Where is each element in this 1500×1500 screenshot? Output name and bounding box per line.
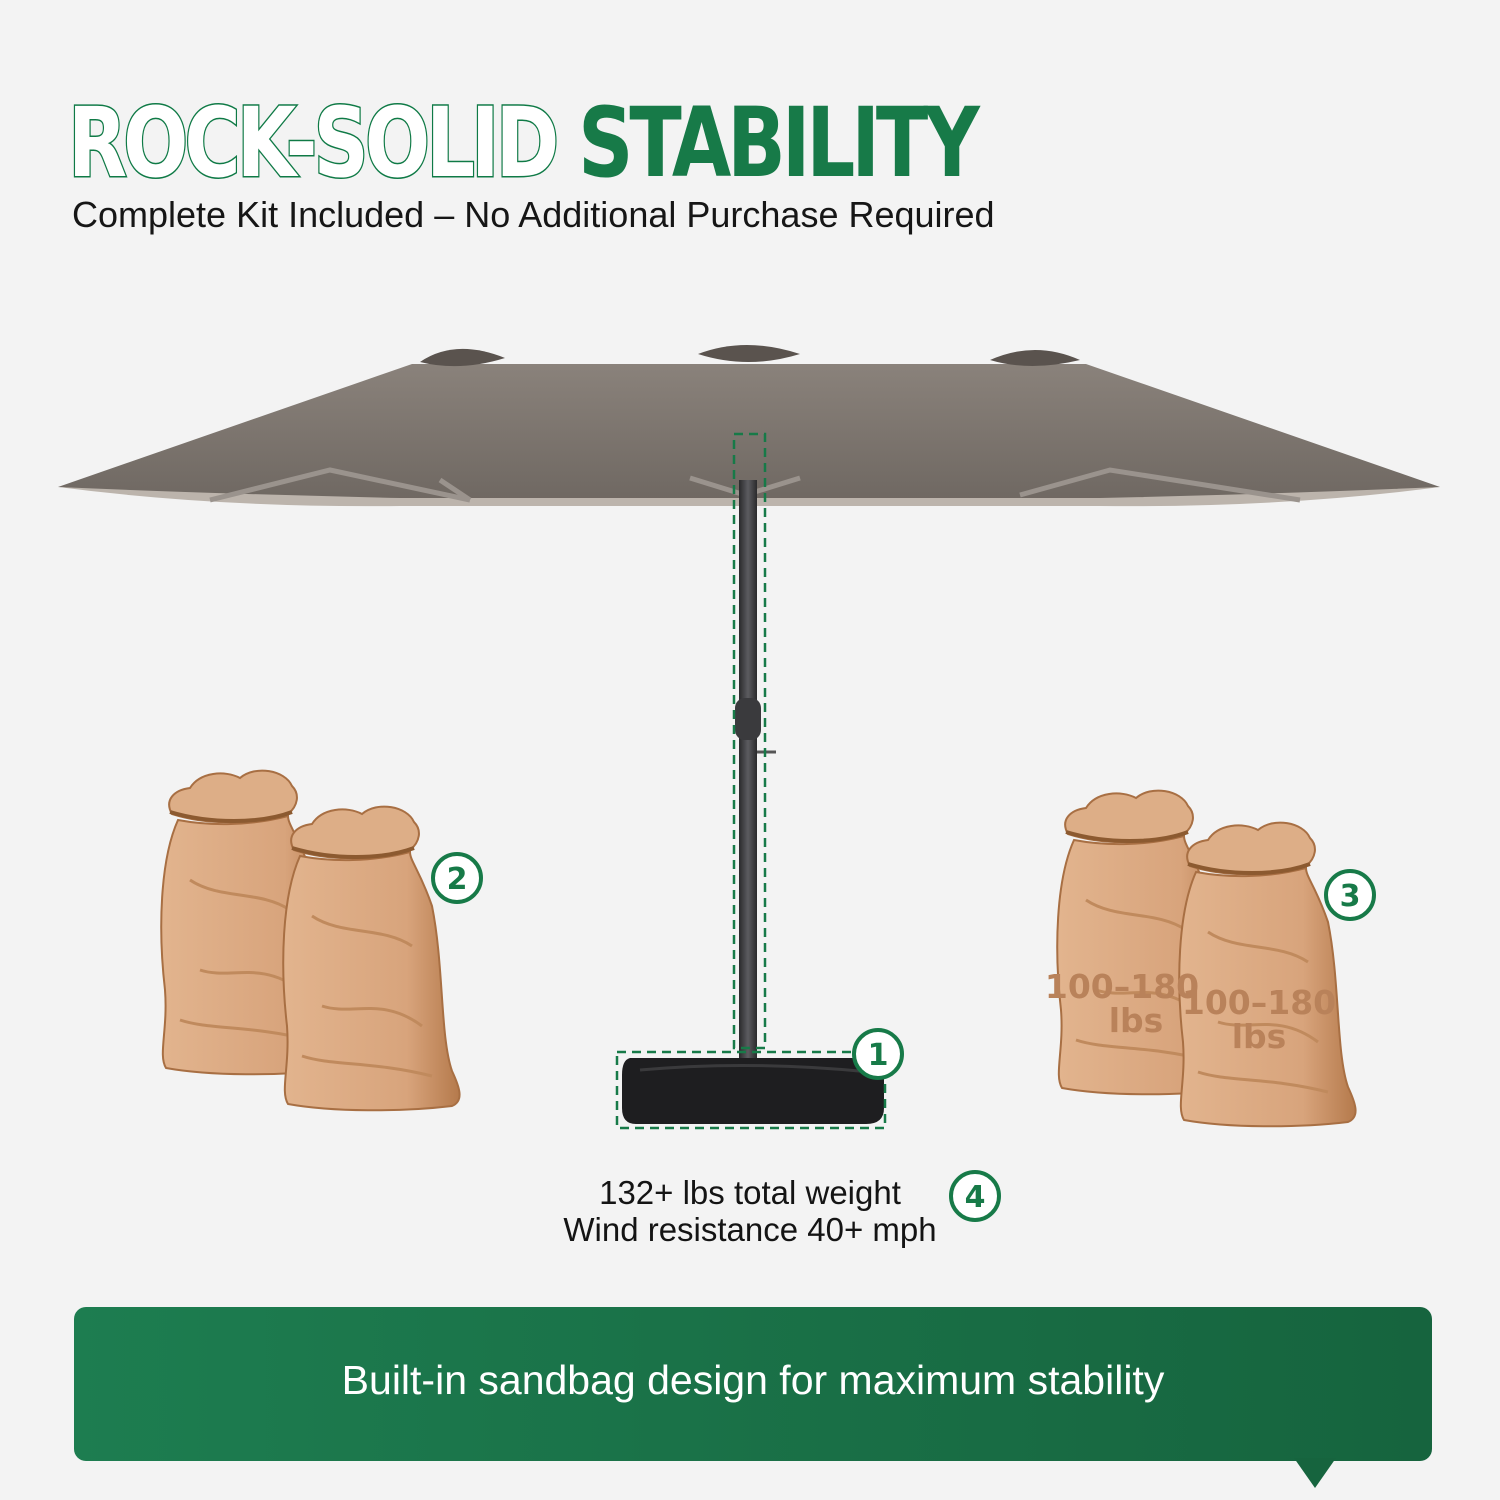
crank-handle <box>735 698 761 740</box>
umbrella-base <box>622 1058 884 1124</box>
feature-banner: Built-in sandbag design for maximum stab… <box>74 1307 1432 1461</box>
canopy-ribs <box>209 467 1301 503</box>
svg-text:4: 4 <box>965 1180 986 1215</box>
right-front-sack-unit: lbs <box>1232 1017 1287 1056</box>
subtitle: Complete Kit Included – No Additional Pu… <box>72 194 995 235</box>
right-sandbag-front <box>1177 820 1358 1129</box>
canopy-vents <box>420 345 1080 367</box>
callout-3-badge: 3 <box>1324 869 1376 921</box>
headline-solid-part: STABILITY <box>578 87 980 199</box>
base-dashed-outline <box>615 1050 887 1130</box>
pole-dashed-outline <box>732 432 767 1050</box>
total-weight-text: 132+ lbs total weight <box>599 1174 901 1211</box>
wind-resistance-text: Wind resistance 40+ mph <box>563 1211 937 1248</box>
banner-text: Built-in sandbag design for maximum stab… <box>341 1357 1165 1403</box>
umbrella-canopy <box>58 364 1440 500</box>
callout-1-badge: 1 <box>852 1028 904 1080</box>
right-front-sack-weight: 100–180 <box>1182 983 1336 1022</box>
svg-text:1: 1 <box>868 1038 889 1073</box>
banner-pointer <box>1294 1458 1336 1488</box>
right-back-sack-unit: lbs <box>1109 1001 1164 1040</box>
umbrella-pole <box>739 480 757 1060</box>
headline-outline-part: ROCK-SOLID <box>67 87 561 200</box>
weight-specs: 132+ lbs total weight Wind resistance 40… <box>520 1174 980 1248</box>
svg-text:2: 2 <box>447 862 468 897</box>
callout-4-badge: 4 <box>949 1170 1001 1222</box>
callout-2-badge: 2 <box>431 852 483 904</box>
right-back-sack-weight: 100–180 <box>1045 967 1199 1006</box>
svg-text:3: 3 <box>1340 879 1361 914</box>
left-sandbag-front <box>281 804 462 1113</box>
headline: ROCK-SOLID STABILITY <box>67 87 980 200</box>
